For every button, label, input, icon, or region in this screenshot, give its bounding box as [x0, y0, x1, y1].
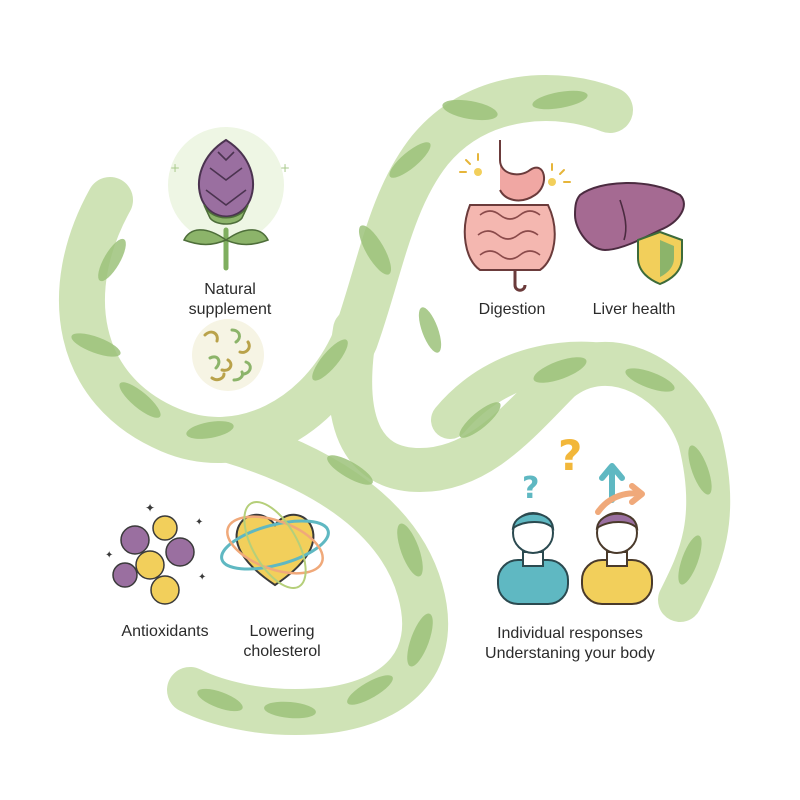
svg-text:✦: ✦ — [195, 517, 203, 528]
leaf — [532, 90, 588, 110]
svg-text:?: ? — [522, 471, 539, 506]
digestive-system-icon — [459, 140, 571, 292]
leaf — [312, 339, 348, 381]
vine-band-right — [431, 341, 659, 439]
leaf — [625, 368, 675, 392]
digestion-label: Digestion — [478, 301, 546, 318]
svg-text:?: ? — [558, 431, 582, 480]
leaf — [327, 455, 373, 485]
leaf — [442, 99, 498, 121]
leaf — [71, 333, 121, 357]
svg-text:+: + — [170, 161, 180, 175]
heart-icon — [220, 501, 330, 589]
arrow-icon — [595, 463, 645, 515]
artichoke-icon: + + — [168, 127, 290, 271]
leaf — [264, 701, 316, 719]
leaf — [119, 382, 161, 418]
leaf — [533, 357, 587, 383]
leaf — [688, 445, 712, 495]
svg-text:✦: ✦ — [198, 572, 206, 583]
supplement-granules-icon — [192, 319, 264, 391]
antioxidants-label: Antioxidants — [121, 623, 209, 640]
leaf — [678, 535, 702, 585]
lowering-cholesterol-label: Lowering cholesterol — [243, 623, 321, 660]
shield-icon — [637, 230, 683, 286]
svg-text:✦: ✦ — [145, 501, 155, 515]
person-icon — [581, 512, 653, 605]
leaf — [347, 675, 393, 705]
leaf — [459, 402, 501, 438]
natural-supplement-label: Natural supplement — [188, 281, 272, 318]
leaf — [397, 523, 423, 577]
leaf — [418, 307, 442, 353]
liver-health-label: Liver health — [592, 301, 676, 318]
leaf — [98, 238, 126, 282]
antioxidant-molecules-icon: ✦ ✦ ✦ ✦ — [105, 501, 206, 605]
individual-responses-label: Individual responses Understaning your b… — [440, 624, 700, 664]
person-icon — [497, 512, 569, 605]
svg-text:+: + — [280, 161, 290, 175]
question-mark-icon: ? ? — [522, 431, 582, 506]
leaf — [186, 421, 234, 439]
leaf — [389, 142, 431, 178]
leaf — [197, 688, 243, 712]
leaf — [407, 613, 433, 667]
leaf — [358, 225, 392, 275]
vine-leaves — [71, 90, 712, 719]
understanding-body-text: Understaning your body — [485, 645, 655, 662]
svg-text:✦: ✦ — [105, 550, 113, 561]
individual-responses-text: Individual responses — [497, 625, 643, 642]
